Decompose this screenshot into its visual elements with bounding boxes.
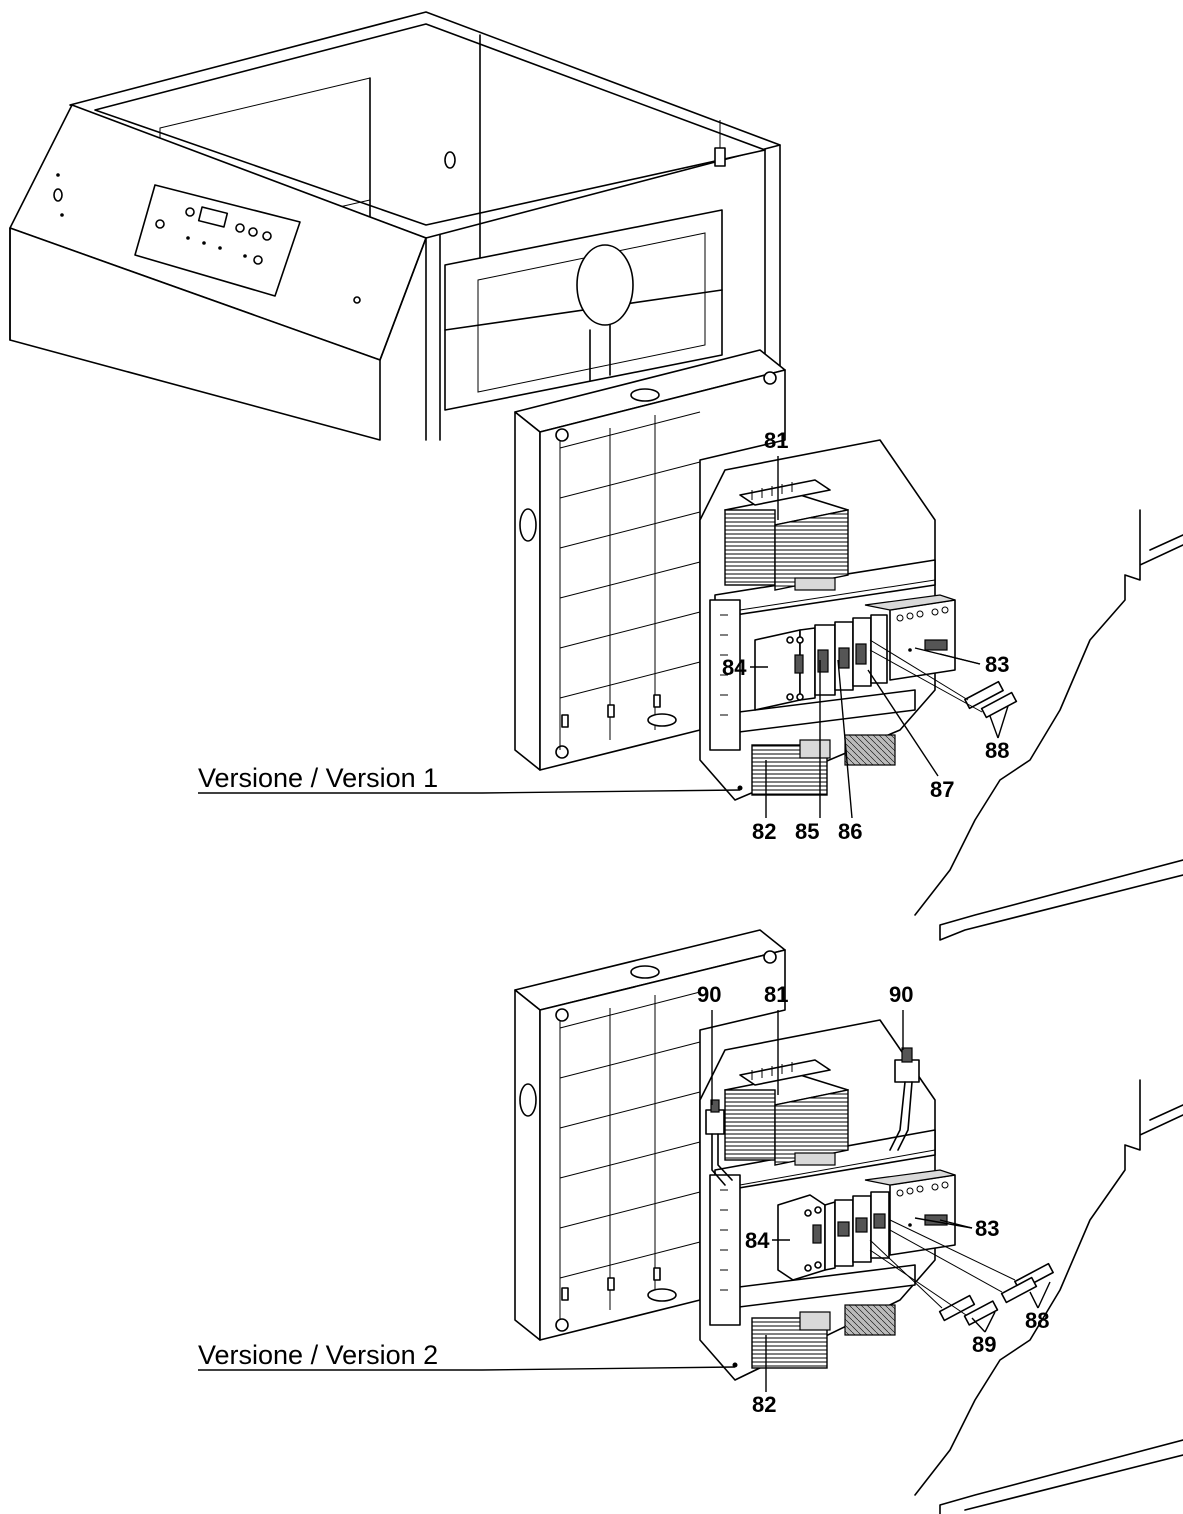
contactors-83 [864,594,956,681]
boiler-cabinet [9,11,781,441]
callout-86: 86 [838,819,862,844]
transformer-82-v2 [732,1304,896,1369]
callout-90-left: 90 [697,982,721,1007]
callout-83: 83 [985,652,1009,677]
callout-87: 87 [930,777,954,802]
callout-82: 82 [752,819,776,844]
callout-84: 84 [722,655,747,680]
callout-81: 81 [764,428,788,453]
callout-88-v2: 88 [1025,1308,1049,1333]
callout-90-right: 90 [889,982,913,1007]
transformer-81-v2 [724,1059,849,1166]
breaker-84 [754,627,816,711]
version-1-assembly: 81 84 83 88 87 82 85 86 Versione / Versi… [198,349,1183,941]
callout-89: 89 [972,1332,996,1357]
version-2-assembly: 90 81 90 84 83 88 89 82 Versione / Versi… [198,929,1183,1514]
transformer-82 [737,734,896,796]
callout-85: 85 [795,819,819,844]
spare-fuses-v2 [869,1219,1054,1326]
callout-84-v2: 84 [745,1228,770,1253]
caption-version-2: Versione / Version 2 [198,1340,438,1370]
thermostats-90 [705,1047,920,1186]
breaker-84-v2 [777,1194,836,1281]
caption-version-1: Versione / Version 1 [198,763,438,793]
contactors-83-v2 [864,1169,956,1256]
spare-fuses-88 [869,639,1018,719]
transformer-81 [724,479,849,591]
callout-82-v2: 82 [752,1392,776,1417]
callout-88: 88 [985,738,1009,763]
callout-81-v2: 81 [764,982,788,1007]
callout-83-v2: 83 [975,1216,999,1241]
fuse-holders-v2 [834,1191,890,1267]
